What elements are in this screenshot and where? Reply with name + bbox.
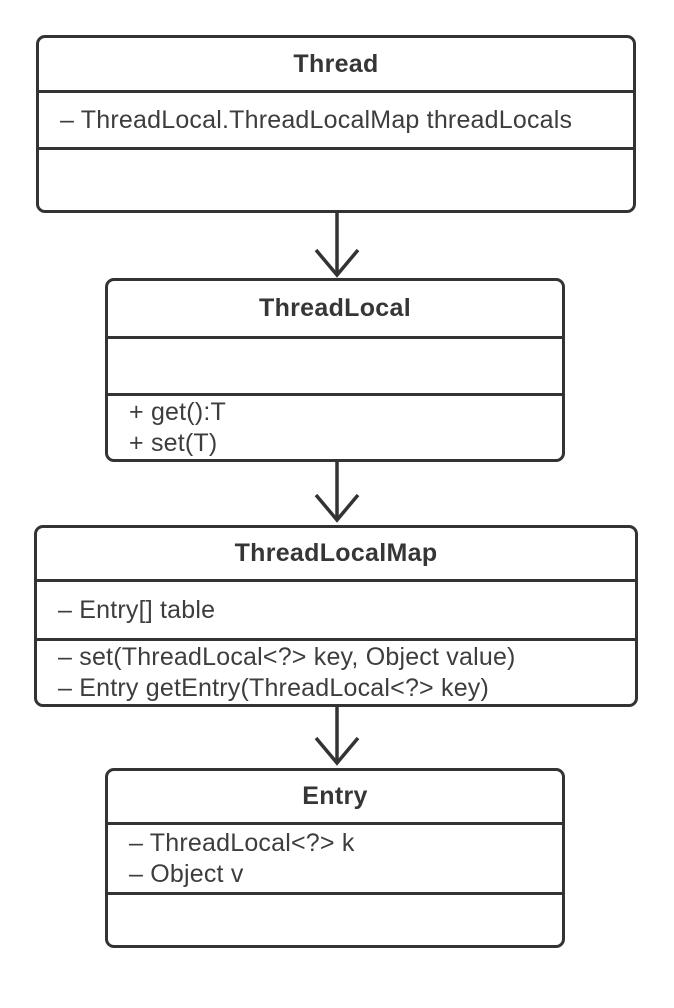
arrowhead-down-icon <box>314 736 360 766</box>
methods-compartment: + get():T + set(T) <box>108 396 562 459</box>
class-title-thread: Thread <box>39 38 633 93</box>
methods-compartment: – set(ThreadLocal<?> key, Object value) … <box>37 641 635 704</box>
method-line: – Entry getEntry(ThreadLocal<?> key) <box>58 673 490 702</box>
attributes-compartment-empty <box>108 339 562 396</box>
class-box-thread: Thread – ThreadLocal.ThreadLocalMap thre… <box>36 35 636 213</box>
class-box-entry: Entry – ThreadLocal<?> k – Object v <box>105 768 565 948</box>
arrowhead-down-icon <box>314 493 360 523</box>
attribute-line: – Entry[] table <box>58 595 216 624</box>
methods-compartment-empty <box>39 150 633 210</box>
method-line: + get():T <box>129 397 226 426</box>
class-box-threadlocal: ThreadLocal + get():T + set(T) <box>105 278 565 462</box>
arrow-threadlocalmap-to-entry <box>307 707 367 766</box>
class-title-threadlocal: ThreadLocal <box>108 281 562 339</box>
methods-compartment-empty <box>108 895 562 945</box>
method-line: – set(ThreadLocal<?> key, Object value) <box>58 642 516 671</box>
attribute-line: – Object v <box>129 859 244 888</box>
class-title-threadlocalmap: ThreadLocalMap <box>37 528 635 582</box>
class-title-entry: Entry <box>108 771 562 825</box>
arrowhead-down-icon <box>314 248 360 278</box>
arrow-threadlocal-to-threadlocalmap <box>307 462 367 523</box>
attribute-line: – ThreadLocal.ThreadLocalMap threadLocal… <box>60 105 573 134</box>
arrow-thread-to-threadlocal <box>307 213 367 278</box>
method-line: + set(T) <box>129 428 218 457</box>
attribute-line: – ThreadLocal<?> k <box>129 828 355 857</box>
class-box-threadlocalmap: ThreadLocalMap – Entry[] table – set(Thr… <box>34 525 638 707</box>
attributes-compartment: – Entry[] table <box>37 582 635 641</box>
attributes-compartment: – ThreadLocal<?> k – Object v <box>108 825 562 895</box>
attributes-compartment: – ThreadLocal.ThreadLocalMap threadLocal… <box>39 93 633 150</box>
